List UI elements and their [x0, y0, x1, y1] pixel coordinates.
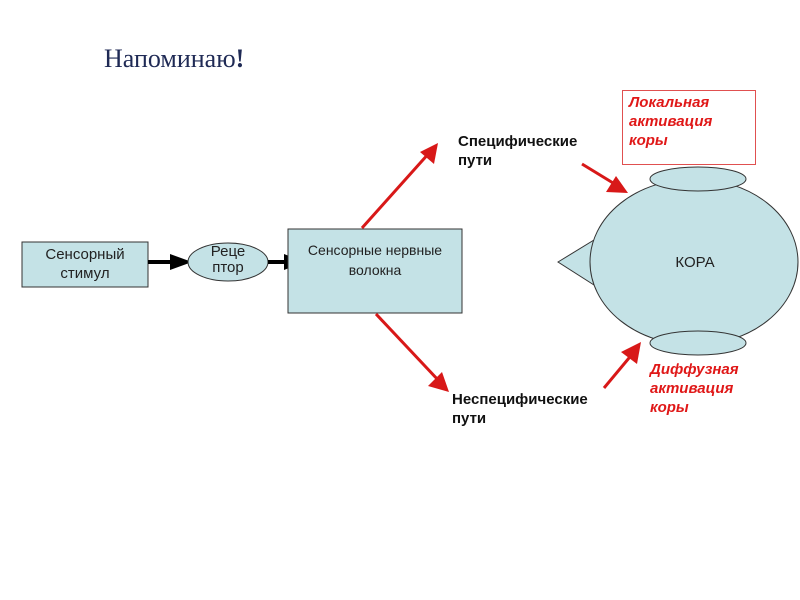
cortex-left-triangle — [557, 239, 595, 286]
diffuse-activation-line2: активация — [650, 380, 734, 397]
nonspecific-paths-line1: Неспецифические — [452, 391, 588, 408]
local-activation-line3: коры — [629, 132, 668, 149]
title-exclamation: ! — [235, 44, 245, 73]
specific-paths-label: Специфические пути — [458, 132, 577, 170]
arrowhead-stimulus-receptor — [170, 254, 192, 270]
title-text: Напоминаю — [104, 44, 236, 73]
receptor-label: Реце птор — [188, 244, 268, 276]
local-activation-line2: активация — [629, 113, 713, 130]
nonspecific-paths-label: Неспецифические пути — [452, 390, 588, 428]
specific-paths-line2: пути — [458, 152, 493, 169]
specific-paths-line1: Специфические — [458, 133, 578, 150]
local-activation-line1: Локальная — [629, 94, 710, 111]
arrow-nonspecific-to-cortex — [602, 342, 641, 389]
arrow-to-nonspecific — [374, 312, 449, 392]
fibers-label: Сенсорные нервные волокна — [307, 242, 443, 278]
slide-title: Напоминаю! — [104, 44, 244, 74]
local-activation-box: Локальная активация коры — [622, 90, 756, 165]
arrow-specific-to-cortex — [581, 162, 628, 193]
diffuse-activation-line3: коры — [650, 399, 689, 416]
diffuse-activation-label: Диффузная активация коры — [650, 360, 739, 417]
stimulus-box — [21, 241, 149, 288]
receptor-label-line2: птор — [212, 259, 244, 276]
fibers-box — [287, 228, 463, 314]
receptor-label-line1: Реце — [210, 243, 246, 260]
cortex-label: КОРА — [675, 254, 715, 271]
nonspecific-paths-line2: пути — [452, 410, 487, 427]
stimulus-label: Сенсорный стимул — [45, 246, 125, 282]
diffuse-activation-line1: Диффузная — [650, 361, 739, 378]
arrow-to-specific — [360, 143, 438, 230]
cortex-top-cap — [649, 166, 747, 192]
cortex-bottom-cap — [649, 330, 747, 356]
